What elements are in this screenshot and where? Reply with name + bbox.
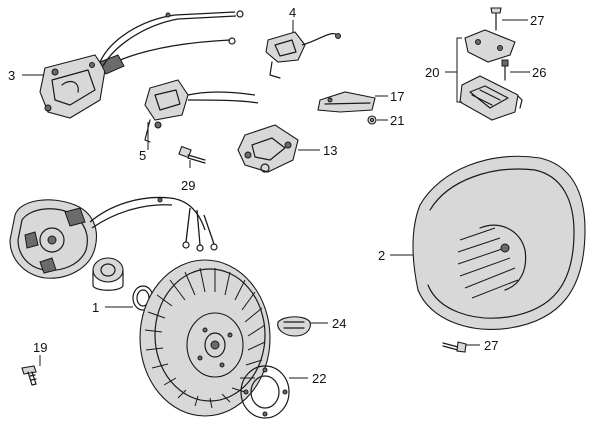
callout-21: 21 bbox=[390, 113, 404, 128]
callout-1: 1 bbox=[92, 300, 99, 315]
part-22-gasket bbox=[240, 365, 290, 419]
callout-20: 20 bbox=[425, 65, 439, 80]
callout-17: 17 bbox=[390, 89, 404, 104]
callout-19: 19 bbox=[33, 340, 47, 355]
part-21-nut bbox=[367, 115, 377, 125]
part-19-pin bbox=[21, 365, 37, 386]
callout-26: 26 bbox=[532, 65, 546, 80]
leader-20 bbox=[445, 37, 462, 103]
callout-27a: 27 bbox=[530, 13, 544, 28]
callout-13: 13 bbox=[323, 143, 337, 158]
part-27-screw-top bbox=[490, 7, 502, 31]
callout-4: 4 bbox=[289, 5, 296, 20]
part-24-magnet bbox=[277, 316, 311, 337]
callout-29: 29 bbox=[181, 178, 195, 193]
callout-3: 3 bbox=[8, 68, 15, 83]
part-2-flywheel-cowl bbox=[412, 155, 586, 330]
stator-plate bbox=[9, 196, 218, 279]
part-4-contact-assembly bbox=[265, 31, 341, 79]
part-3-ignition-coil bbox=[39, 10, 244, 119]
part-27-bolt-bottom bbox=[442, 341, 467, 353]
part-13-contact-unit bbox=[237, 124, 299, 173]
part-17-bracket bbox=[317, 91, 376, 113]
flywheel-fan bbox=[139, 259, 271, 417]
callout-27b: 27 bbox=[484, 338, 498, 353]
hub-bearing bbox=[92, 257, 124, 291]
part-29-bolt bbox=[178, 145, 206, 164]
cowl-vent-slots bbox=[457, 227, 519, 299]
callout-22: 22 bbox=[312, 371, 326, 386]
callout-24: 24 bbox=[332, 316, 346, 331]
flywheel-fins bbox=[144, 267, 266, 409]
callout-5: 5 bbox=[139, 148, 146, 163]
callout-2: 2 bbox=[378, 248, 385, 263]
part-26-screw bbox=[501, 59, 509, 81]
part-20-junction-box bbox=[459, 29, 523, 121]
part-5-regulator bbox=[144, 79, 259, 143]
